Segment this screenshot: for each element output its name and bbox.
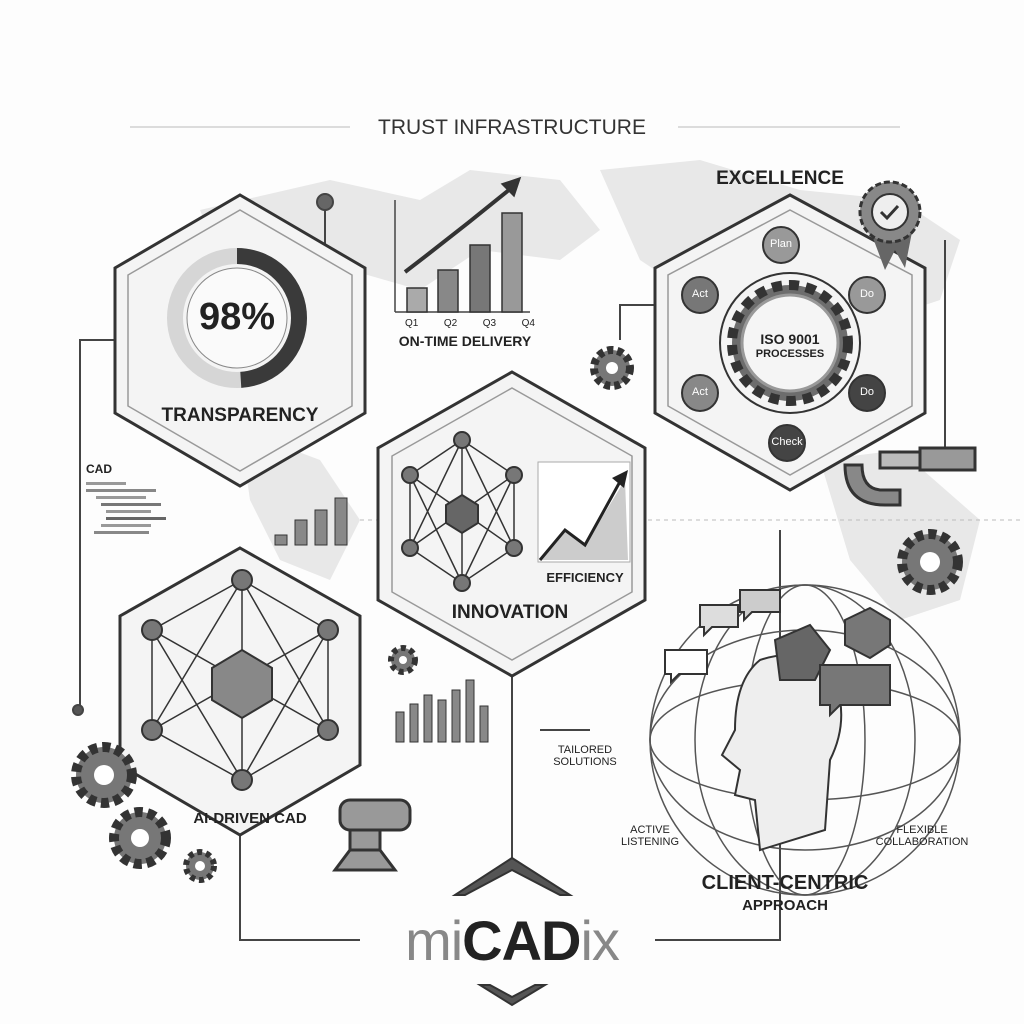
label-line: LISTENING — [620, 836, 680, 848]
micrometer-icon — [843, 446, 977, 507]
label-line: SOLUTIONS — [553, 756, 617, 768]
cycle-step: Do — [859, 386, 875, 398]
transparency-label: TRANSPARENCY — [161, 405, 319, 426]
logo-wordmark: miCADix — [362, 908, 662, 973]
iso-gear — [719, 272, 861, 414]
efficiency-chart — [537, 461, 631, 563]
label-line: COLLABORATION — [875, 836, 969, 848]
percent-label: 98% — [198, 296, 276, 338]
client-subtitle: APPROACH — [742, 897, 828, 914]
cycle-step: Check — [771, 436, 803, 448]
cycle-step: Do — [859, 288, 875, 300]
cad-code-lines — [86, 478, 166, 538]
cycle-step: Act — [692, 386, 708, 398]
logo-text: CAD — [462, 909, 581, 972]
logo-text: ix — [580, 909, 619, 972]
award-badge-icon — [858, 180, 922, 270]
logo-text: mi — [405, 909, 463, 972]
cycle-step: Plan — [769, 238, 793, 250]
iso-label: ISO 9001 — [760, 331, 820, 347]
efficiency-label: EFFICIENCY — [546, 570, 624, 585]
page-title: TRUST INFRASTRUCTURE — [378, 116, 646, 139]
donut-chart — [167, 248, 307, 388]
label-line: ACTIVE — [630, 824, 670, 836]
innovation-label: INNOVATION — [451, 602, 569, 623]
delivery-label: ON-TIME DELIVERY — [398, 333, 532, 349]
label-line: FLEXIBLE — [896, 824, 948, 836]
speech-bubbles — [664, 589, 891, 718]
client-globe — [649, 584, 961, 896]
client-title: CLIENT-CENTRIC — [701, 872, 869, 894]
cad-code-label: CAD — [86, 462, 112, 476]
quarter-label: Q4 — [521, 318, 535, 329]
delivery-bar-chart — [394, 176, 530, 313]
quarter-label: Q3 — [482, 318, 497, 329]
quarter-axis: Q1 Q2 Q3 Q4 — [405, 318, 535, 329]
quarter-label: Q2 — [443, 318, 458, 329]
mini-bar-charts — [274, 497, 489, 743]
excellence-label: EXCELLENCE — [716, 168, 844, 189]
logo-emblem — [451, 856, 574, 1007]
iso-sublabel: PROCESSES — [755, 348, 825, 360]
quarter-label: Q1 — [405, 318, 419, 329]
robot-arm-icon — [332, 798, 412, 872]
ai-cad-label: AI-DRIVEN CAD — [193, 810, 307, 827]
label-line: TAILORED — [557, 744, 613, 756]
cycle-step: Act — [692, 288, 708, 300]
hex-innovation — [376, 370, 647, 678]
